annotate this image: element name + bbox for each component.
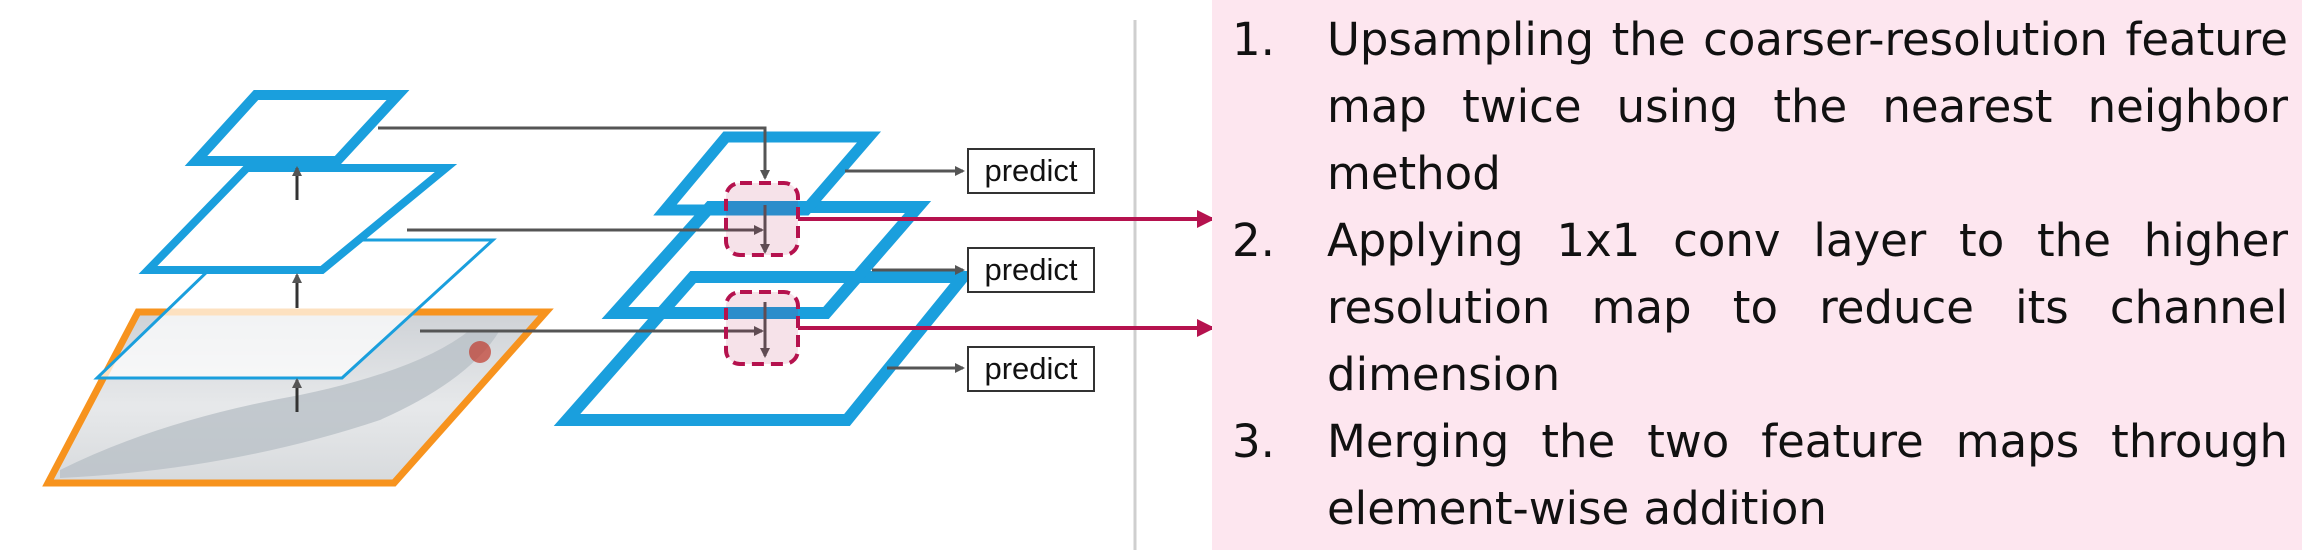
- step-item-2: 2. Applying 1x1 conv layer to the higher…: [1232, 207, 2288, 408]
- step-text: Merging the two feature maps through ele…: [1327, 415, 2288, 535]
- predict-box-2: predict: [967, 247, 1095, 293]
- merge-highlight-box-1: [724, 181, 800, 257]
- bottom-up-level-3: [184, 90, 410, 166]
- top-down-level-3: [553, 271, 976, 426]
- top-down-level-2: [601, 201, 932, 319]
- top-down-level-1: [653, 131, 882, 216]
- predict-label-1: predict: [984, 153, 1077, 188]
- step-number: 1.: [1232, 13, 1275, 66]
- merge-highlight-box-2: [724, 290, 800, 366]
- bottom-up-level-1: [93, 238, 497, 380]
- bottom-up-level-2: [138, 164, 458, 274]
- predict-label-3: predict: [984, 351, 1077, 386]
- person-figure: [469, 341, 491, 363]
- steps-panel: 1. Upsampling the coarser-resolution fea…: [1212, 0, 2302, 550]
- boat-hull-shape: [60, 330, 500, 478]
- predict-box-3: predict: [967, 346, 1095, 392]
- predict-label-2: predict: [984, 252, 1077, 287]
- step-number: 3.: [1232, 415, 1275, 468]
- step-item-3: 3. Merging the two feature maps through …: [1232, 408, 2288, 542]
- step-text: Upsampling the coarser-resolution featur…: [1327, 13, 2288, 200]
- step-item-1: 1. Upsampling the coarser-resolution fea…: [1232, 6, 2288, 207]
- fpn-diagram: predict predict predict: [42, 20, 1215, 550]
- predict-box-1: predict: [967, 148, 1095, 194]
- step-text: Applying 1x1 conv layer to the higher re…: [1327, 214, 2288, 401]
- lateral-connection-top: [378, 126, 770, 180]
- step-number: 2.: [1232, 214, 1275, 267]
